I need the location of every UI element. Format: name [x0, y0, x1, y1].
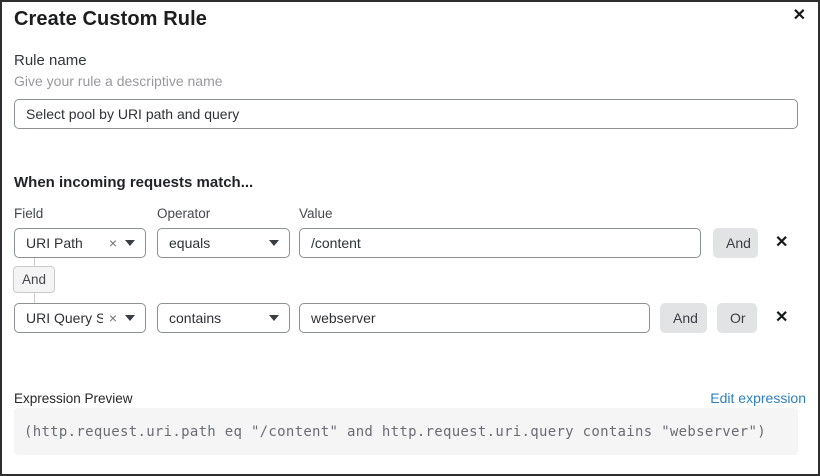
edit-expression-link[interactable]: Edit expression: [710, 390, 806, 406]
expression-preview-box: (http.request.uri.path eq "/content" and…: [14, 408, 798, 455]
value-column-label: Value: [299, 206, 333, 221]
condition-row: URI Path × equals And ✕: [14, 228, 806, 258]
chevron-down-icon: [125, 315, 135, 321]
field-select[interactable]: URI Query St... ×: [14, 303, 146, 333]
close-icon[interactable]: ✕: [792, 7, 806, 24]
operator-column-label: Operator: [157, 206, 211, 221]
page-title: Create Custom Rule: [14, 8, 207, 30]
clear-selection-icon[interactable]: ×: [108, 310, 117, 326]
operator-select[interactable]: contains: [157, 303, 290, 333]
rule-name-input[interactable]: [14, 99, 798, 129]
field-select[interactable]: URI Path ×: [14, 228, 146, 258]
operator-select-value: equals: [169, 235, 211, 251]
add-or-condition-button[interactable]: Or: [717, 303, 757, 333]
expression-preview-label: Expression Preview: [14, 391, 133, 406]
add-and-condition-button[interactable]: And: [660, 303, 707, 333]
operator-select-value: contains: [169, 310, 222, 326]
clear-selection-icon[interactable]: ×: [108, 235, 117, 251]
delete-condition-icon[interactable]: ✕: [775, 234, 789, 251]
condition-row: URI Query St... × contains And Or ✕: [14, 303, 806, 333]
chevron-down-icon: [125, 240, 135, 246]
operator-select[interactable]: equals: [157, 228, 290, 258]
value-input[interactable]: [299, 228, 701, 258]
field-column-label: Field: [14, 206, 44, 221]
match-section-heading: When incoming requests match...: [14, 174, 254, 191]
value-input[interactable]: [299, 303, 650, 333]
delete-condition-icon[interactable]: ✕: [775, 309, 789, 326]
expression-code: (http.request.uri.path eq "/content" and…: [24, 423, 766, 440]
field-select-value: URI Path: [26, 235, 83, 251]
connector-line: [34, 258, 35, 267]
add-and-condition-button[interactable]: And: [713, 228, 758, 258]
rule-name-label: Rule name: [14, 52, 87, 69]
chevron-down-icon: [269, 240, 279, 246]
field-select-value: URI Query St...: [26, 310, 103, 326]
and-connector-badge: And: [13, 266, 55, 293]
rule-name-help-text: Give your rule a descriptive name: [14, 73, 223, 89]
connector-line: [34, 293, 35, 303]
chevron-down-icon: [269, 315, 279, 321]
